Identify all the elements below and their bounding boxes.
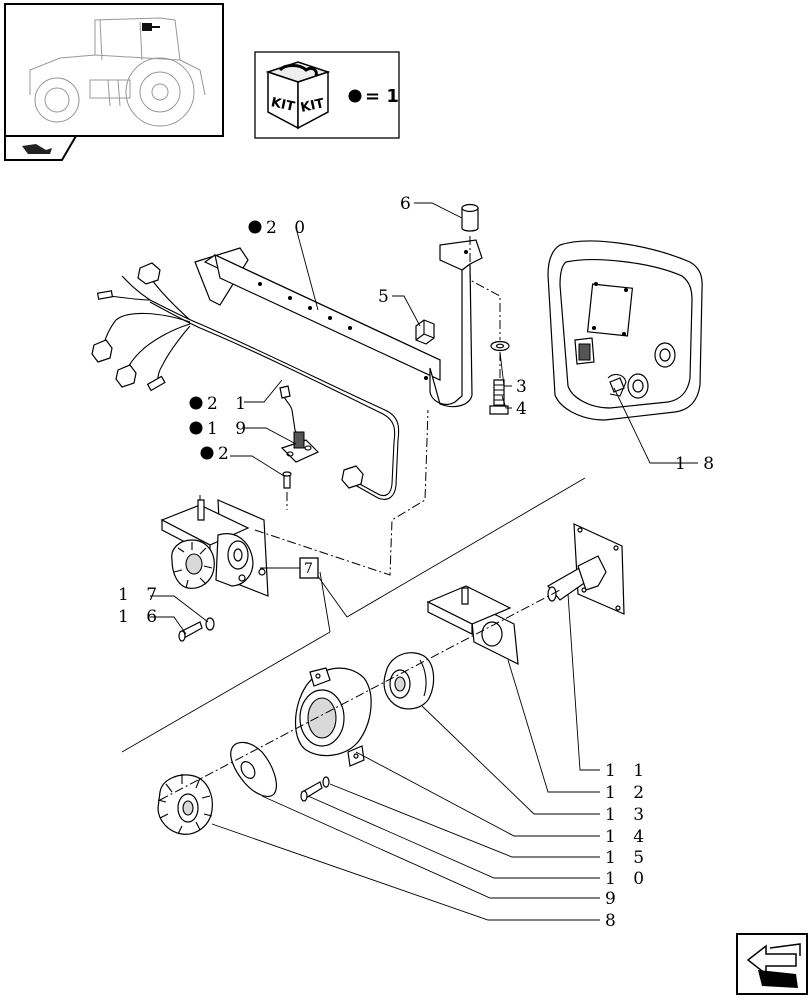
- mounting-bracket: [194, 239, 483, 408]
- bracket-part-12: [426, 585, 519, 666]
- callout-8: 8: [605, 911, 622, 931]
- sensor-part-19: [279, 385, 320, 463]
- spacer-part-6: [461, 203, 479, 232]
- plate-part-11: [547, 523, 625, 615]
- callout-11: 1 1: [605, 761, 650, 781]
- knob-part-13: [383, 652, 435, 710]
- wiring-harness: [91, 262, 400, 500]
- screw-part-10: [300, 781, 323, 802]
- socket-assembly-left: [160, 499, 269, 597]
- kit-bullet-icon: [248, 220, 262, 234]
- screw-part-16: [178, 621, 203, 642]
- washer-part-3: [490, 340, 510, 352]
- housing-part-14: [295, 667, 372, 767]
- washer-part-17: [205, 617, 215, 631]
- kit-box-icon: KIT KIT: [265, 61, 331, 130]
- kit-label-left: KIT: [270, 95, 297, 115]
- callout-16: 1 6: [118, 607, 163, 627]
- callout-15: 1 5: [605, 848, 650, 868]
- pin-part-2: [282, 471, 292, 489]
- tractor-thumbnail-icon[interactable]: [4, 3, 224, 137]
- callout-2: 2: [218, 444, 235, 464]
- callout-9: 9: [605, 889, 622, 909]
- callout-18: 1 8: [675, 454, 720, 474]
- callout-6: 6: [400, 194, 417, 214]
- cover-part-9: [230, 741, 277, 797]
- kit-equals-text: = 1: [365, 86, 399, 107]
- kit-legend: KIT KIT = 1: [254, 51, 400, 139]
- kit-bullet-icon: [189, 421, 203, 435]
- nut-part-5: [415, 319, 435, 345]
- callout-10: 1 0: [605, 869, 650, 889]
- callout-17: 1 7: [118, 585, 163, 605]
- callout-13: 1 3: [605, 805, 650, 825]
- section-tab-icon[interactable]: [4, 135, 78, 161]
- washer-part-15: [322, 776, 330, 788]
- callout-19: 1 9: [207, 419, 252, 439]
- kit-label-right: KIT: [299, 96, 326, 116]
- callout-5: 5: [378, 287, 395, 307]
- callout-21: 2 1: [207, 394, 252, 414]
- kit-bullet-icon: [200, 446, 214, 460]
- kit-bullet-icon: [189, 396, 203, 410]
- callout-labels: 6 2 0 5 3 4 2 1 1 9 2 1 8 1 7 1 6 1 1 1 …: [118, 194, 720, 931]
- reference-box: 7: [260, 557, 319, 579]
- monitor-part-18: [547, 240, 703, 421]
- screw-part-4: [489, 379, 509, 415]
- knob-part-8: [157, 774, 213, 835]
- leader-lines: [150, 202, 698, 921]
- callout-4: 4: [516, 399, 533, 419]
- kit-bullet-icon: [348, 89, 362, 103]
- reference-box-label: 7: [304, 561, 313, 577]
- next-page-arrow-icon[interactable]: [736, 933, 808, 995]
- callout-20: 2 0: [266, 218, 311, 238]
- callout-14: 1 4: [605, 827, 650, 847]
- callout-3: 3: [516, 377, 533, 397]
- callout-12: 1 2: [605, 783, 650, 803]
